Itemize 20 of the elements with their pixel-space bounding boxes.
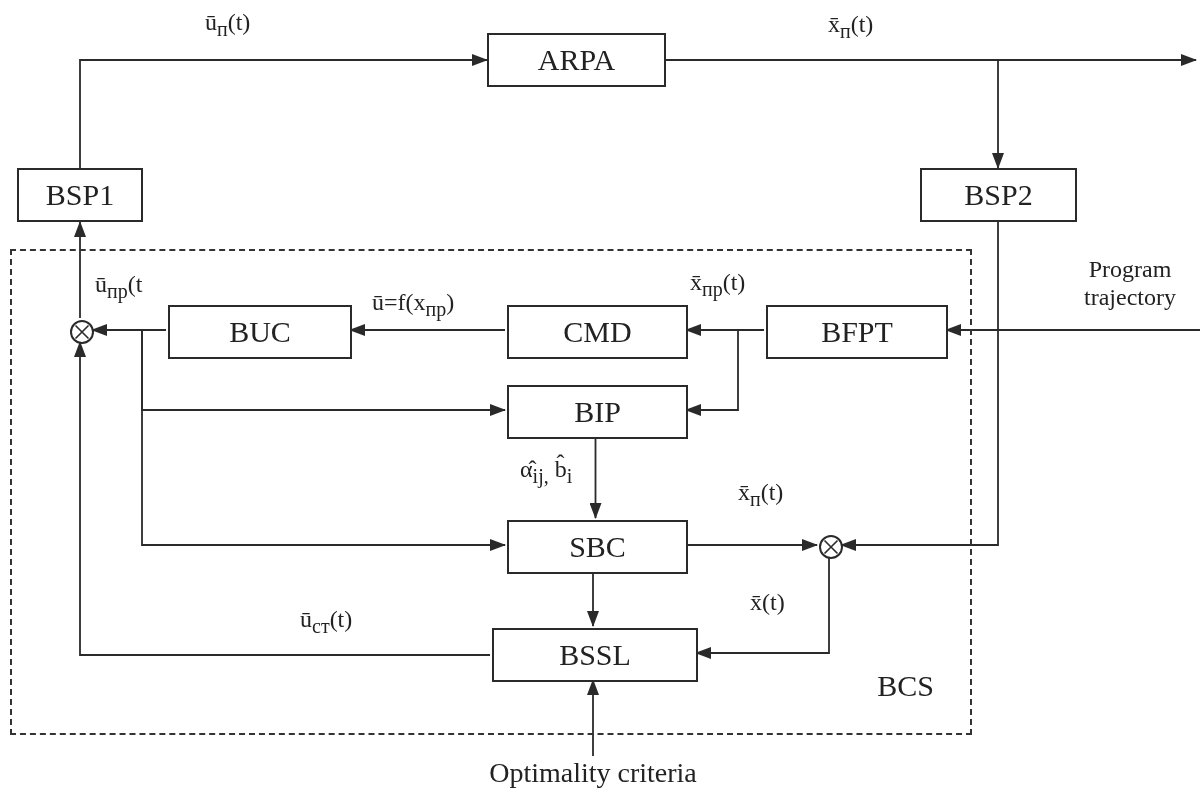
- summing-junction: [70, 320, 94, 344]
- arrow: [74, 221, 86, 319]
- block-box: BSP1: [17, 168, 143, 222]
- block-box: BFPT: [766, 305, 948, 359]
- block-box: ARPA: [487, 33, 666, 87]
- dashed-group-box: [10, 249, 972, 735]
- arrow: [74, 341, 491, 656]
- block-box: CMD: [507, 305, 688, 359]
- group-title: BCS: [877, 669, 934, 703]
- block-box: BUC: [168, 305, 352, 359]
- input-label: Optimality criteria: [480, 756, 706, 800]
- arrow: [141, 329, 506, 551]
- summing-junction: [819, 535, 843, 559]
- block-box: BIP: [507, 385, 688, 439]
- block-box: SBC: [507, 520, 688, 574]
- edge-label: α̂$_{ij,}$ b̂$_{i}$: [520, 455, 573, 488]
- arrow: [79, 54, 488, 169]
- block-box: BSSL: [492, 628, 698, 682]
- input-label: Program trajectory: [1083, 256, 1177, 312]
- block-box: BSP2: [920, 168, 1077, 222]
